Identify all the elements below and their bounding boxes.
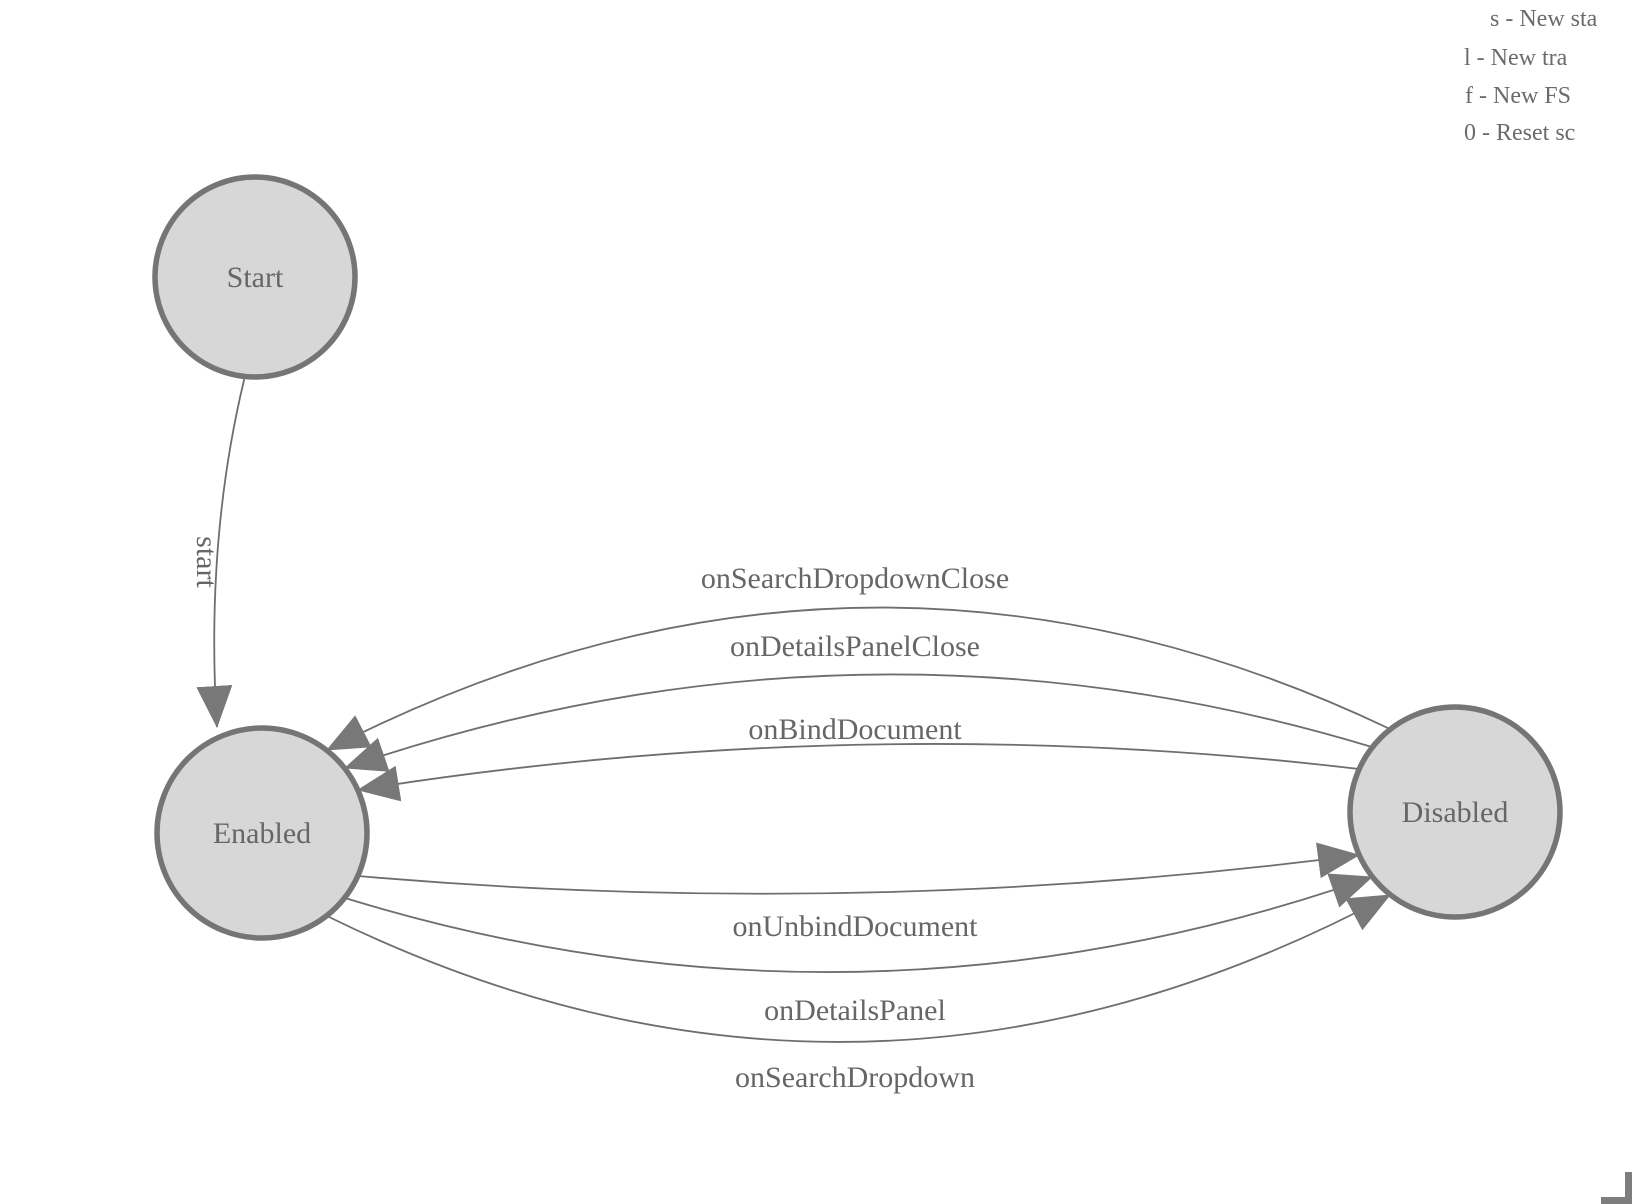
transition-label-start-to-enabled: start: [190, 536, 223, 588]
transition-on-unbind-document[interactable]: [357, 842, 1360, 895]
transition-start-to-enabled[interactable]: [196, 375, 246, 728]
transition-label-on-details-panel-close: onDetailsPanelClose: [730, 630, 980, 663]
legend-line-3: f - New FS: [1465, 83, 1571, 109]
transition-label-on-search-dropdown-close: onSearchDropdownClose: [701, 562, 1009, 595]
state-label-enabled: Enabled: [213, 817, 311, 850]
transition-label-on-details-panel: onDetailsPanel: [764, 994, 946, 1027]
transition-labels-layer: start onSearchDropdownClose onDetailsPanel…: [190, 536, 1009, 1094]
state-node-start[interactable]: [152, 174, 358, 380]
transition-label-on-bind-document: onBindDocument: [748, 713, 962, 746]
state-label-disabled: Disabled: [1402, 796, 1509, 829]
transition-on-details-panel-close[interactable]: [344, 673, 1373, 772]
legend-line-4: 0 - Reset sc: [1464, 120, 1576, 146]
transitions-layer: [196, 375, 1391, 1043]
vertical-scrollbar-thumb[interactable]: [1625, 1172, 1632, 1204]
transition-on-search-dropdown-close[interactable]: [326, 606, 1391, 751]
state-node-disabled[interactable]: [1347, 704, 1563, 920]
state-node-enabled[interactable]: [154, 725, 370, 941]
legend-line-1: s - New sta: [1490, 6, 1598, 32]
transition-on-bind-document[interactable]: [357, 743, 1360, 802]
transition-on-search-dropdown[interactable]: [326, 894, 1391, 1043]
transition-on-details-panel[interactable]: [344, 873, 1373, 973]
legend-line-2: l - New tra: [1464, 45, 1568, 71]
transition-label-on-unbind-document: onUnbindDocument: [733, 910, 979, 943]
hotkey-legend: s - New sta l - New tra f - New FS 0 - Rese…: [0, 0, 1632, 160]
transition-label-on-search-dropdown: onSearchDropdown: [735, 1061, 975, 1094]
state-label-start: Start: [227, 261, 284, 294]
horizontal-scrollbar-thumb[interactable]: [1601, 1197, 1632, 1204]
